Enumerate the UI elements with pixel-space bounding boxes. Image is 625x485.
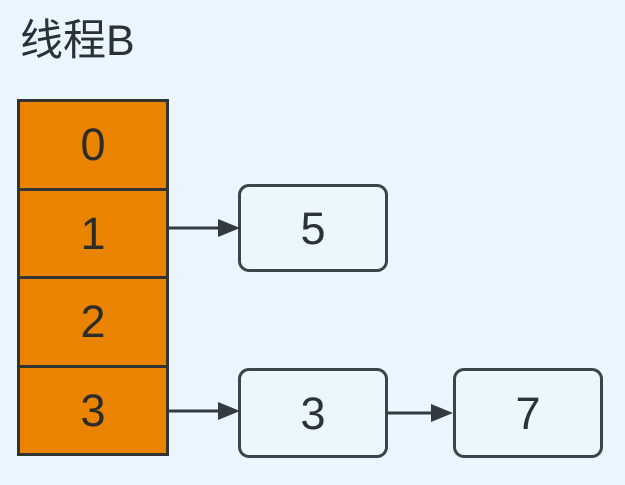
- bucket-cell-label: 2: [80, 296, 106, 348]
- bucket-cell-3[interactable]: 3: [20, 367, 166, 453]
- bucket-cell-1[interactable]: 1: [20, 190, 166, 279]
- node-label: 3: [300, 387, 326, 439]
- arrow-bucket3-to-node3-icon: [168, 402, 240, 420]
- bucket-array: 0 1 2 3: [17, 99, 169, 456]
- bucket-cell-2[interactable]: 2: [20, 279, 166, 368]
- bucket-cell-label: 0: [80, 119, 106, 171]
- node-box-3[interactable]: 3: [238, 368, 388, 458]
- node-box-7[interactable]: 7: [453, 368, 603, 458]
- arrow-node3-to-node7-icon: [386, 404, 453, 422]
- bucket-cell-label: 1: [80, 207, 106, 259]
- node-label: 5: [300, 202, 326, 254]
- node-box-5[interactable]: 5: [238, 184, 388, 272]
- node-label: 7: [515, 387, 541, 439]
- bucket-cell-0[interactable]: 0: [20, 102, 166, 191]
- page-title: 线程B: [20, 17, 135, 65]
- arrow-bucket1-to-node5-icon: [168, 219, 240, 237]
- bucket-cell-label: 3: [80, 384, 106, 436]
